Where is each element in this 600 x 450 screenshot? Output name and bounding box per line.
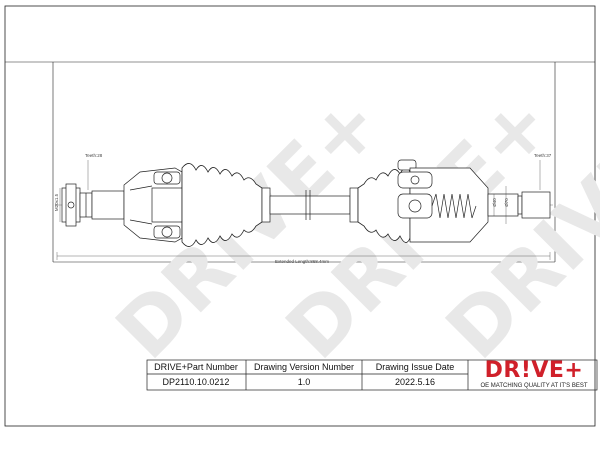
drawing-frame xyxy=(4,5,596,427)
right-teeth-label: Teeth:37 xyxy=(534,153,552,158)
extended-length-label: Extended Length:868.4mm xyxy=(275,259,330,264)
left-teeth-label: Teeth:28 xyxy=(85,153,103,158)
brand-tagline: OE MATCHING QUALITY AT IT'S BEST xyxy=(480,383,588,389)
brand-logo: DR!VE+ xyxy=(484,358,584,383)
part-number-value: DP2110.10.0212 xyxy=(162,377,230,387)
version-value: 1.0 xyxy=(297,377,311,387)
title-block: DRIVE+Part Number Drawing Version Number… xyxy=(147,360,599,404)
part-number-header: DRIVE+Part Number xyxy=(154,362,238,372)
right-tripod-joint xyxy=(397,159,551,243)
dia-label-2: Ø70 xyxy=(503,198,509,207)
left-cv-joint xyxy=(123,167,183,243)
brand-block: DR!VE+ OE MATCHING QUALITY AT IT'S BEST xyxy=(469,360,599,390)
left-flange-label: M20x1.5 xyxy=(54,193,60,212)
issue-date-value: 2022.5.16 xyxy=(394,377,436,387)
left-stub xyxy=(61,183,125,227)
version-header: Drawing Version Number xyxy=(253,362,355,372)
title-block-grid xyxy=(146,359,598,391)
right-boot-clamp xyxy=(349,187,359,223)
drive-shaft xyxy=(269,190,351,220)
joint-spring xyxy=(431,193,477,219)
left-boot-clamp xyxy=(261,187,271,223)
dia-label-1: Ø40 xyxy=(491,198,497,207)
issue-date-header: Drawing Issue Date xyxy=(375,362,455,372)
